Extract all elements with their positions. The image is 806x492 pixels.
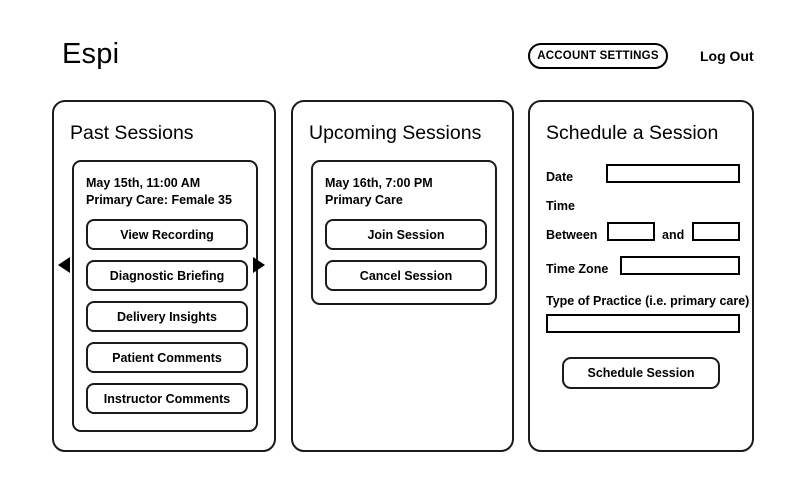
- practice-type-input[interactable]: [546, 314, 740, 333]
- instructor-comments-button[interactable]: Instructor Comments: [86, 383, 248, 414]
- upcoming-sessions-panel: Upcoming Sessions May 16th, 7:00 PM Prim…: [291, 100, 514, 452]
- date-label: Date: [546, 170, 574, 184]
- past-session-card: May 15th, 11:00 AM Primary Care: Female …: [72, 160, 258, 432]
- delivery-insights-button[interactable]: Delivery Insights: [86, 301, 248, 332]
- schedule-session-submit-button[interactable]: Schedule Session: [562, 357, 720, 389]
- schedule-session-panel: Schedule a Session Date Time Between and…: [528, 100, 754, 452]
- timezone-input[interactable]: [620, 256, 740, 275]
- time-between-start-input[interactable]: [607, 222, 655, 241]
- triangle-left-icon[interactable]: [58, 257, 70, 273]
- past-sessions-panel: Past Sessions May 15th, 11:00 AM Primary…: [52, 100, 276, 452]
- date-input[interactable]: [606, 164, 740, 183]
- time-label: Time: [546, 199, 575, 213]
- upcoming-session-datetime: May 16th, 7:00 PM: [325, 176, 433, 190]
- schedule-session-title: Schedule a Session: [546, 122, 719, 144]
- between-label: Between: [546, 228, 598, 242]
- join-session-button[interactable]: Join Session: [325, 219, 487, 250]
- patient-comments-button[interactable]: Patient Comments: [86, 342, 248, 373]
- past-session-description: Primary Care: Female 35: [86, 193, 232, 207]
- triangle-right-icon[interactable]: [253, 257, 265, 273]
- cancel-session-button[interactable]: Cancel Session: [325, 260, 487, 291]
- account-settings-button[interactable]: ACCOUNT SETTINGS: [528, 43, 668, 69]
- timezone-label: Time Zone: [546, 262, 609, 276]
- upcoming-sessions-title: Upcoming Sessions: [309, 122, 482, 144]
- upcoming-session-description: Primary Care: [325, 193, 403, 207]
- practice-type-label: Type of Practice (i.e. primary care): [546, 294, 750, 308]
- time-between-end-input[interactable]: [692, 222, 740, 241]
- page-title: Espi: [62, 38, 120, 70]
- upcoming-session-card: May 16th, 7:00 PM Primary Care Join Sess…: [311, 160, 497, 305]
- view-recording-button[interactable]: View Recording: [86, 219, 248, 250]
- diagnostic-briefing-button[interactable]: Diagnostic Briefing: [86, 260, 248, 291]
- past-session-datetime: May 15th, 11:00 AM: [86, 176, 201, 190]
- app-header: Espi ACCOUNT SETTINGS Log Out: [0, 0, 806, 92]
- logout-link[interactable]: Log Out: [700, 48, 754, 64]
- past-sessions-title: Past Sessions: [70, 122, 194, 144]
- and-label: and: [662, 228, 685, 242]
